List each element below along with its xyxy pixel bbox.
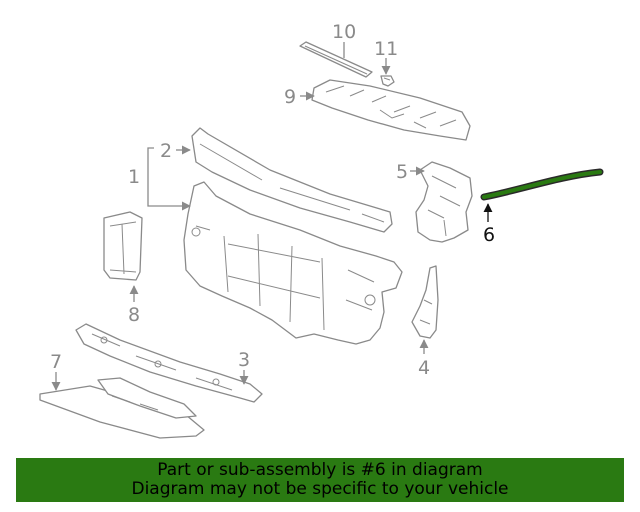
leader-1-bracket-top bbox=[147, 147, 154, 178]
banner-line-1: Part or sub-assembly is #6 in diagram bbox=[157, 460, 483, 480]
part-9-upper-cover[interactable] bbox=[311, 79, 471, 141]
callout-2: 2 bbox=[160, 140, 172, 162]
part-info-banner: Part or sub-assembly is #6 in diagram Di… bbox=[16, 458, 624, 502]
callout-4: 4 bbox=[418, 357, 430, 379]
callout-6: 6 bbox=[483, 224, 495, 246]
callout-1: 1 bbox=[128, 166, 140, 188]
part-11-clip[interactable] bbox=[380, 75, 395, 87]
callout-11: 11 bbox=[374, 38, 398, 60]
leader-lines bbox=[51, 42, 493, 391]
part-5-bracket[interactable] bbox=[415, 161, 473, 243]
part-3-lower-tie-bar[interactable] bbox=[75, 323, 263, 403]
callout-8: 8 bbox=[128, 304, 140, 326]
exploded-parts-diagram: 1 2 3 4 5 6 7 8 9 10 11 bbox=[39, 21, 604, 439]
part-2-upper-tie-bar[interactable] bbox=[191, 127, 393, 233]
callout-7: 7 bbox=[50, 351, 62, 373]
banner-line-2: Diagram may not be specific to your vehi… bbox=[131, 479, 509, 499]
part-10-seal-strip[interactable] bbox=[299, 41, 373, 78]
part-1-radiator-support[interactable] bbox=[183, 181, 403, 345]
part-8-side-baffle[interactable] bbox=[103, 211, 143, 281]
leader-1-to-support bbox=[147, 178, 191, 211]
part-4-lower-bracket[interactable] bbox=[411, 265, 439, 339]
callout-10: 10 bbox=[332, 21, 356, 43]
callout-3: 3 bbox=[238, 349, 250, 371]
callout-9: 9 bbox=[284, 86, 296, 108]
part-7-lower-deflector[interactable] bbox=[39, 377, 205, 439]
part-6-support-rod[interactable] bbox=[480, 168, 604, 201]
callout-5: 5 bbox=[396, 161, 408, 183]
